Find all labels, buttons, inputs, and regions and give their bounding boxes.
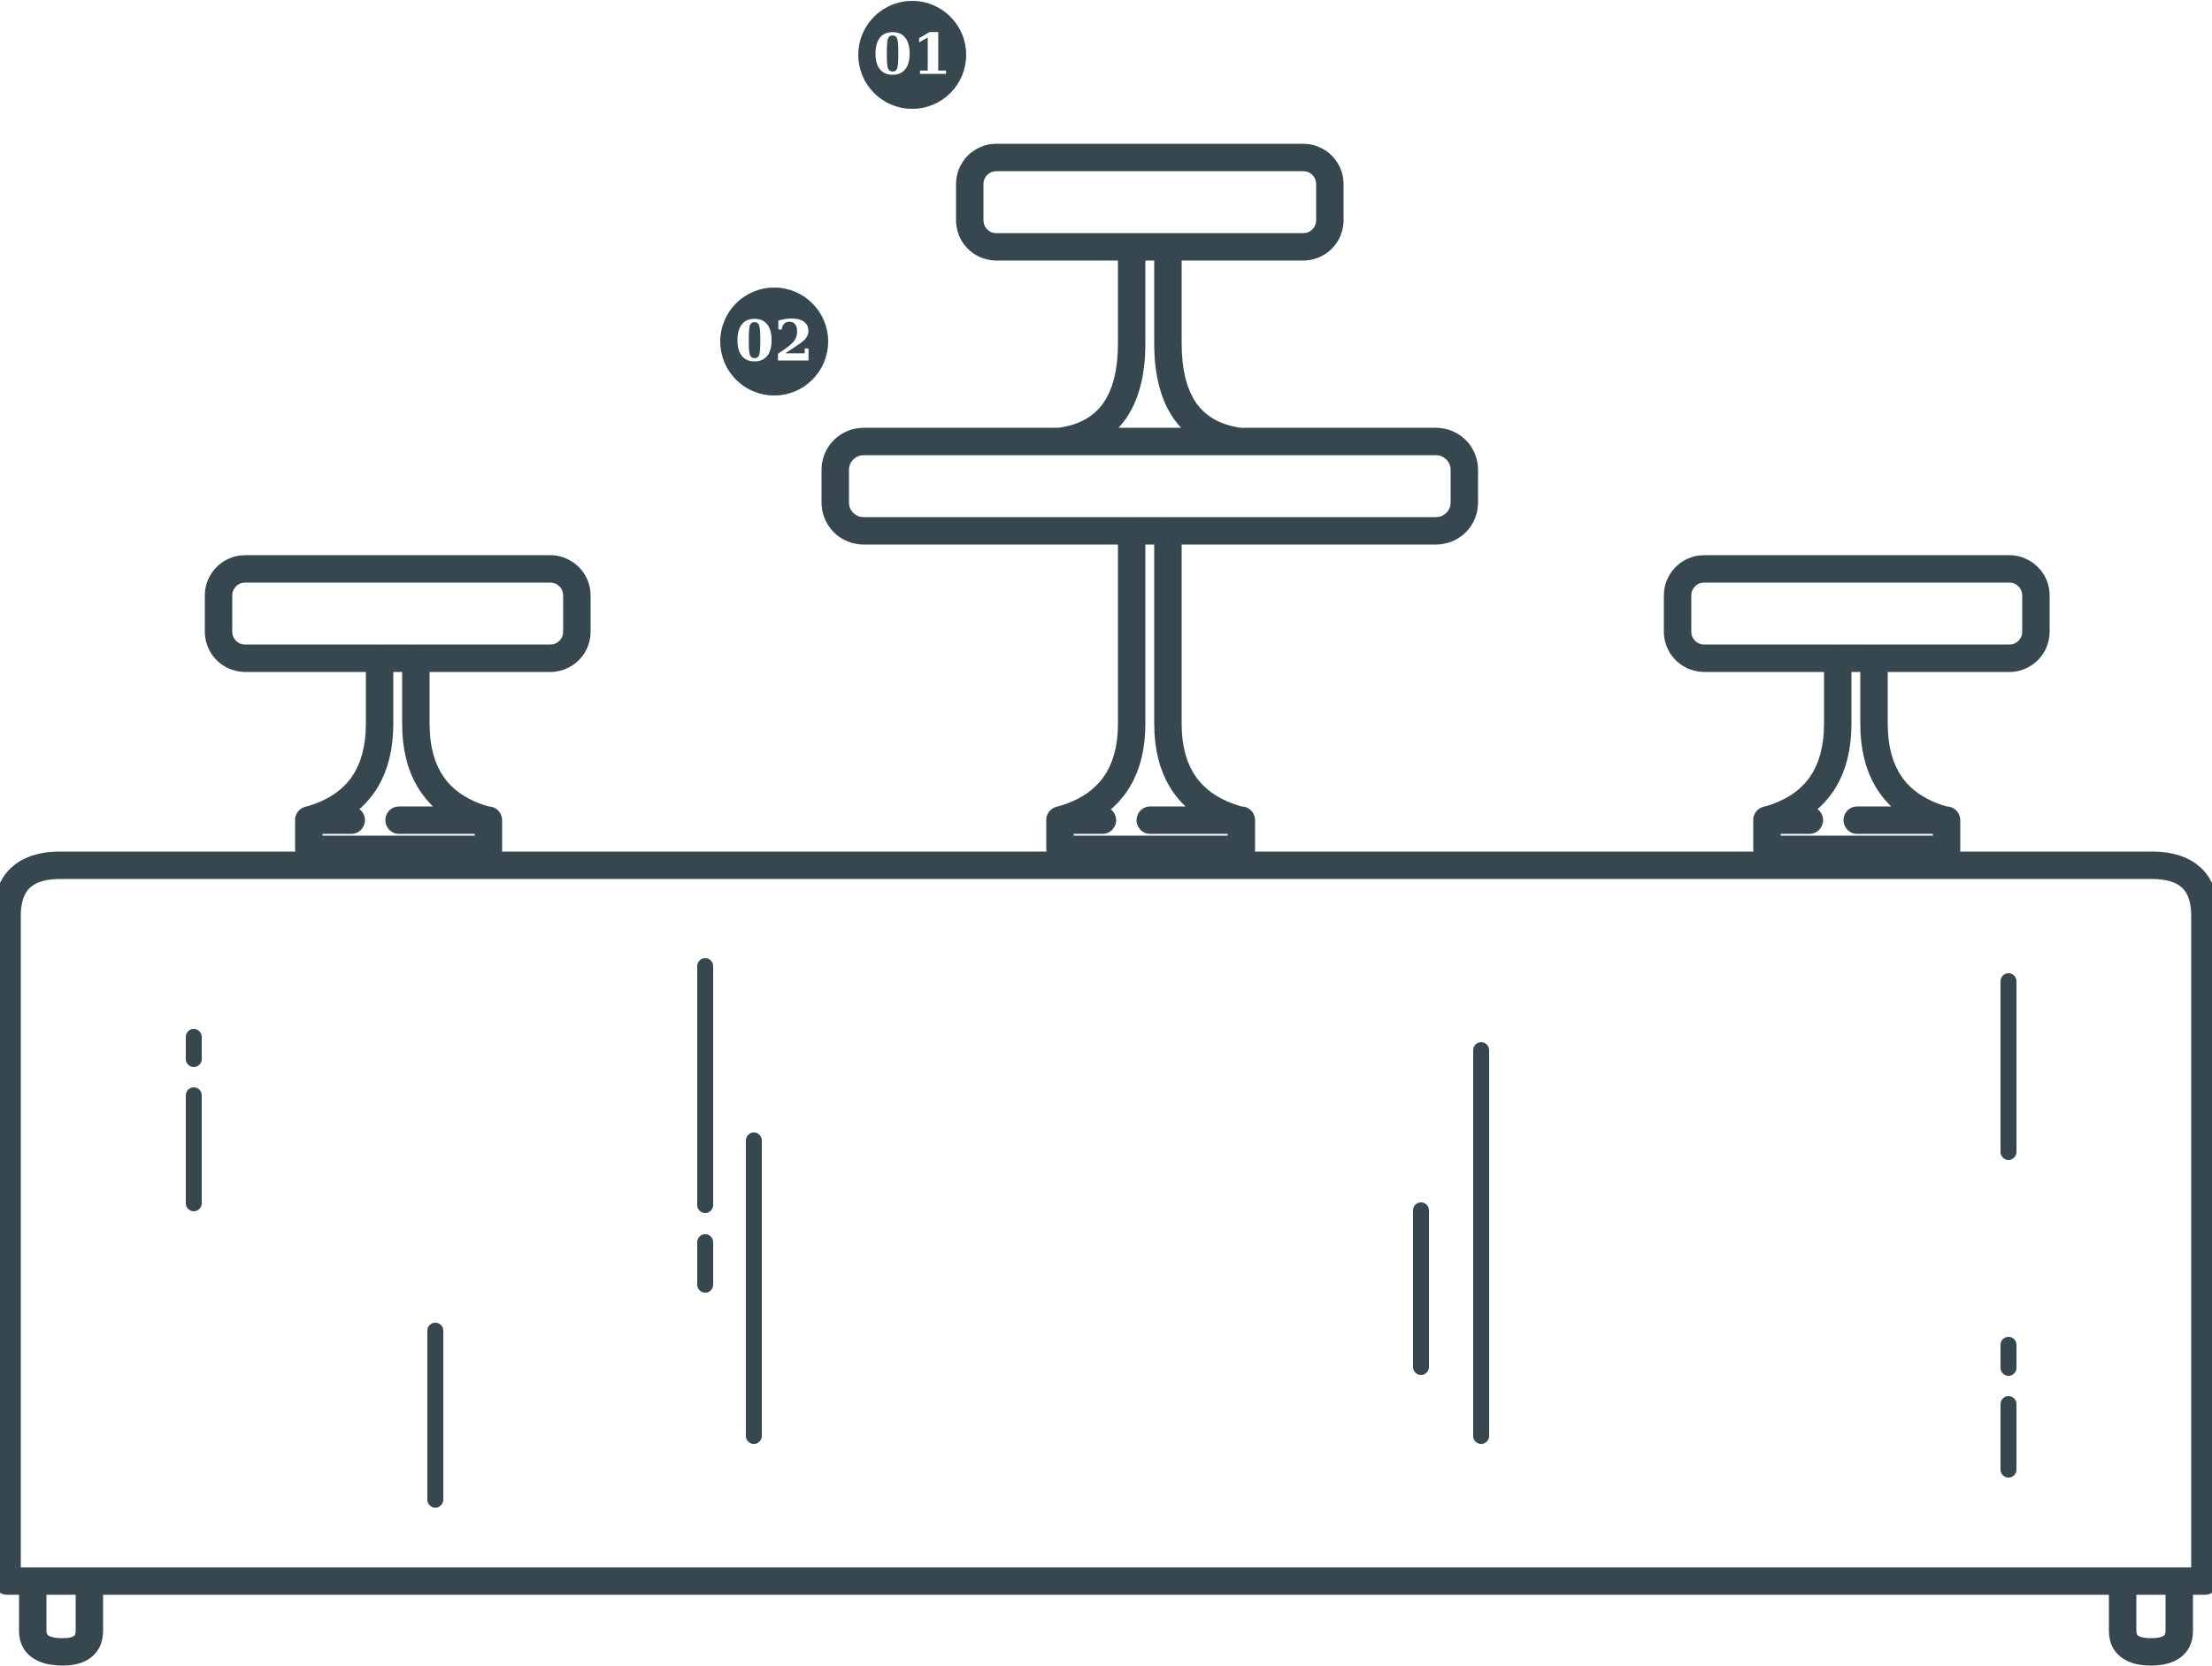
cabinet-foot-right xyxy=(2108,1567,2193,1666)
stool-left-seat xyxy=(204,555,591,672)
stool-left-base xyxy=(295,806,503,864)
stand-top-tray xyxy=(956,143,1344,261)
stand-lower-stem xyxy=(1046,517,1146,834)
badge-02-circle xyxy=(720,288,828,395)
stool-right-base xyxy=(1753,806,1961,864)
stand-upper-stem xyxy=(1046,233,1146,456)
stool-right-seat xyxy=(1663,555,2050,672)
stand-base xyxy=(1046,806,1256,864)
cabinet-shine-lines xyxy=(186,958,2016,1508)
stand-center xyxy=(821,143,1479,864)
badge-01-label: 01 xyxy=(872,22,951,88)
stand-middle-tray xyxy=(821,427,1479,545)
stool-left xyxy=(204,555,591,864)
cabinet-body xyxy=(0,851,2212,1595)
stool-right xyxy=(1663,555,2050,864)
badge-02-label: 02 xyxy=(734,309,813,375)
stool-right-stem xyxy=(1753,644,1852,834)
cabinet-foot-left xyxy=(19,1567,104,1666)
badge-01: 01 xyxy=(858,1,966,109)
stool-left-stem xyxy=(295,644,394,834)
badge-01-circle xyxy=(858,1,966,109)
badge-02: 02 xyxy=(720,288,828,395)
